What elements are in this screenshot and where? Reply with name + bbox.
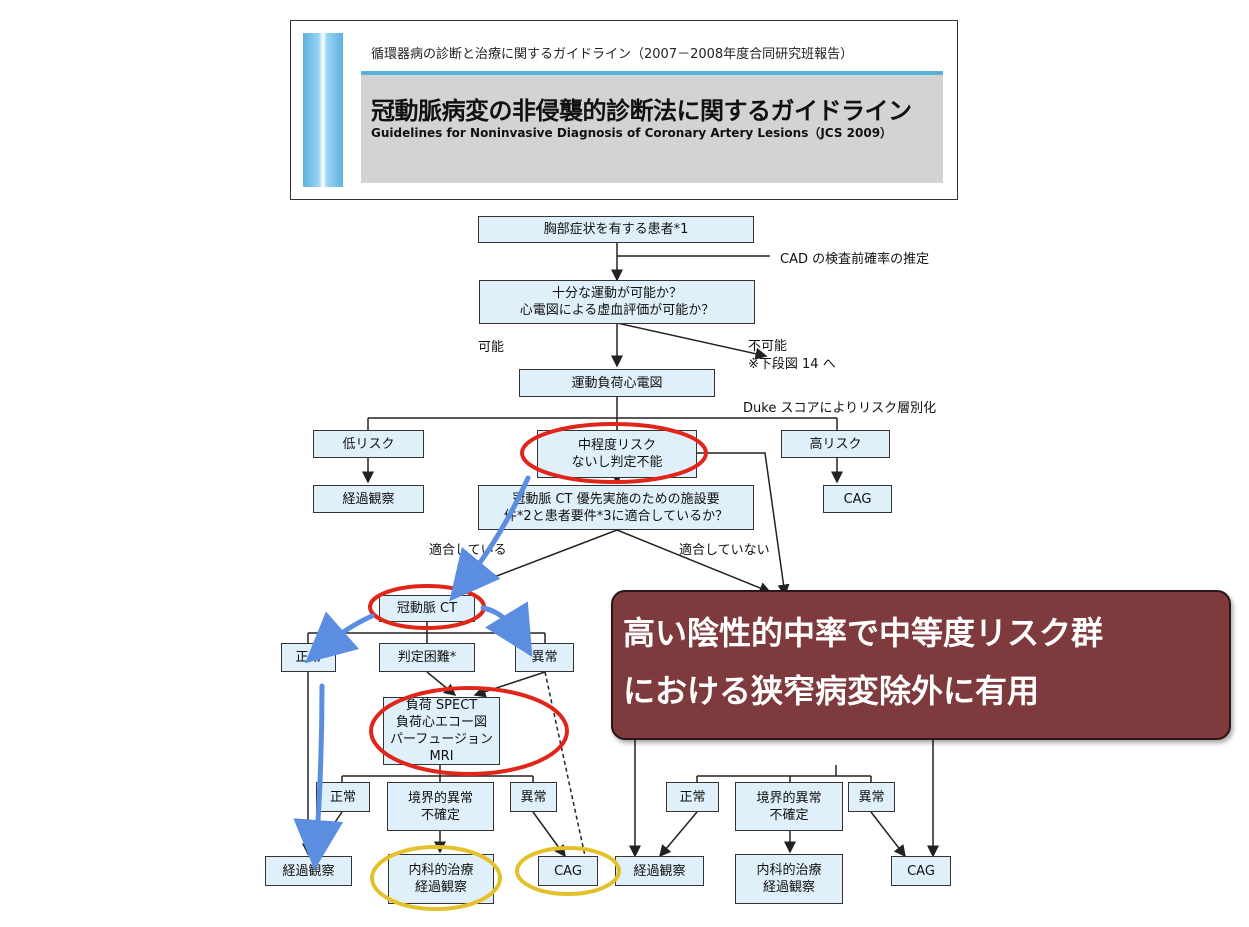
guideline-header: 循環器病の診断と治療に関するガイドライン（2007－2008年度合同研究班報告）… (290, 20, 958, 200)
followup-box: 経過観察 (313, 485, 424, 513)
mid-risk-box: 中程度リスク ないし判定不能 (537, 430, 697, 478)
stress-tests-box: 負荷 SPECT 負荷心エコー図 パーフュージョン MRI (383, 697, 500, 765)
header-title: 冠動脈病変の非侵襲的診断法に関するガイドライン (371, 97, 912, 125)
right-normal-box: 正常 (666, 782, 719, 812)
exercise-question-box: 十分な運動が可能か？ 心電図による虚血評価が可能か？ (479, 280, 755, 324)
impossible-label: 不可能 ※下段図 14 へ (748, 339, 836, 372)
not-fit-label: 適合していない (679, 543, 770, 558)
stress-normal-box: 正常 (316, 782, 370, 812)
possible-label: 可能 (478, 340, 505, 355)
stress-abnormal-box: 異常 (510, 782, 557, 812)
low-risk-box: 低リスク (313, 430, 424, 458)
medical-treatment-box-right: 内科的治療 経過観察 (735, 854, 843, 904)
ct-abnormal-box: 異常 (515, 643, 574, 672)
cad-estimate-label: CAD の検査前確率の推定 (780, 252, 930, 267)
header-subtitle: 循環器病の診断と治療に関するガイドライン（2007－2008年度合同研究班報告） (371, 47, 854, 62)
header-gradient-band (303, 33, 343, 187)
high-risk-box: 高リスク (781, 430, 890, 458)
patient-box: 胸部症状を有する患者*1 (478, 216, 754, 243)
coronary-ct-box: 冠動脈 CT (379, 595, 475, 622)
cag-box-left: CAG (538, 856, 598, 886)
right-abnormal-box: 異常 (848, 782, 895, 812)
followup-box-left: 経過観察 (265, 856, 352, 886)
callout-box: 高い陰性的中率で中等度リスク群 における狭窄病変除外に有用 (611, 590, 1231, 740)
medical-treatment-box-left: 内科的治療 経過観察 (388, 854, 494, 904)
cag-high-box: CAG (823, 485, 892, 513)
right-borderline-box: 境界的異常 不確定 (735, 782, 843, 831)
header-english-title: Guidelines for Noninvasive Diagnosis of … (371, 126, 893, 140)
duke-score-label: Duke スコアによりリスク層別化 (743, 401, 937, 416)
followup-box-right: 経過観察 (615, 856, 704, 886)
header-accent-line (361, 71, 943, 75)
cag-box-right: CAG (891, 856, 951, 886)
stress-borderline-box: 境界的異常 不確定 (387, 782, 494, 831)
header-title-panel (361, 73, 943, 183)
fit-label: 適合している (429, 543, 507, 558)
ct-normal-box: 正常 (281, 643, 336, 672)
ct-difficult-box: 判定困難* (379, 643, 475, 672)
exercise-ecg-box: 運動負荷心電図 (519, 369, 715, 397)
ct-requirements-box: 冠動脈 CT 優先実施のための施設要 件*2と患者要件*3に適合しているか？ (478, 485, 754, 530)
